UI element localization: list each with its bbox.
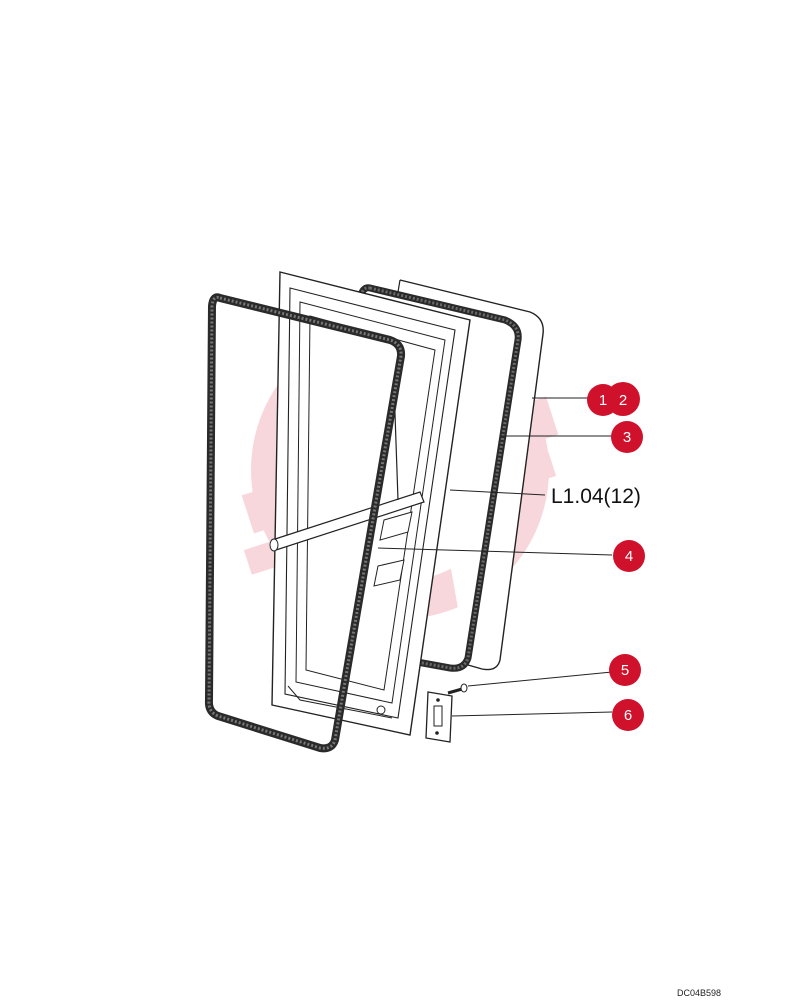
leader-lines [377, 397, 613, 717]
callout-6[interactable]: 6 [612, 699, 644, 731]
callout-2-label: 2 [619, 392, 627, 409]
callout-3-label: 3 [623, 429, 631, 446]
screw [447, 683, 468, 695]
callout-5-label: 5 [621, 662, 629, 679]
callout-4-label: 4 [625, 548, 633, 565]
callout-2[interactable]: 2 [606, 382, 640, 416]
callout-3[interactable]: 3 [611, 421, 643, 453]
striker-plate [425, 691, 453, 743]
reference-label[interactable]: L1.04(12) [551, 485, 641, 508]
drawing-code: DC04B598 [677, 988, 721, 998]
front-gasket [204, 293, 406, 753]
callout-6-label: 6 [624, 707, 632, 724]
callout-4[interactable]: 4 [613, 540, 645, 572]
callout-1-label: 1 [599, 392, 607, 409]
callout-5[interactable]: 5 [609, 654, 641, 686]
